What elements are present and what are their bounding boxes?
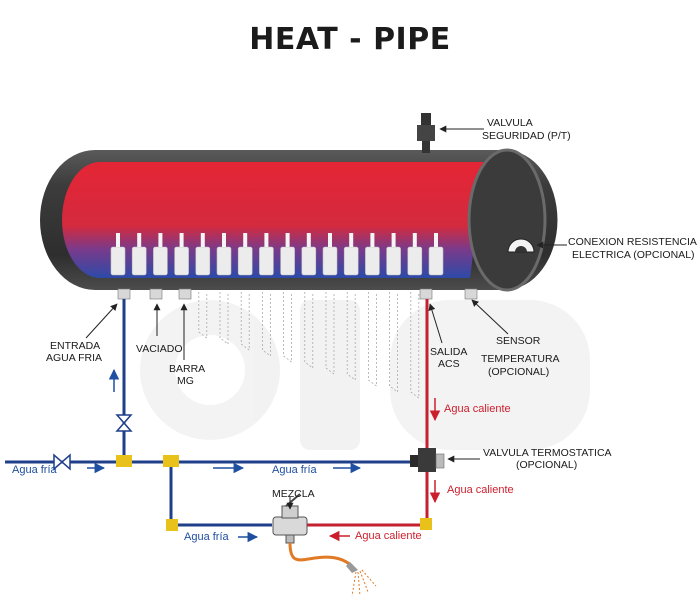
- heat-pipe-tip: [370, 233, 375, 247]
- resistance-label-2: ELECTRICA (OPCIONAL): [572, 249, 695, 261]
- heat-pipe-condenser: [110, 246, 126, 276]
- vacuum-tube-outline: [198, 292, 208, 339]
- heat-pipe-tip: [116, 233, 120, 247]
- heat-pipe-tip: [412, 233, 417, 247]
- heat-pipe-tubes: [110, 233, 444, 399]
- vacuum-tube-outline: [262, 292, 271, 357]
- vacuum-tube-outline: [410, 292, 420, 399]
- cold-water-label-left: Agua fría: [12, 464, 58, 476]
- vacuum-tube-outline: [283, 292, 292, 363]
- entrada-label: ENTRADA: [50, 340, 100, 352]
- shower-hose-icon: [288, 542, 377, 597]
- vaciado-label: VACIADO: [136, 343, 182, 355]
- heat-pipe-condenser: [174, 246, 189, 276]
- vacuum-tube-outline: [304, 292, 314, 369]
- heat-pipe-tip: [349, 233, 354, 247]
- heat-pipe-condenser: [216, 246, 232, 276]
- resistance-label: CONEXION RESISTENCIA: [568, 236, 697, 248]
- barra-label: BARRA: [169, 363, 205, 375]
- heat-pipe-condenser: [280, 246, 295, 276]
- safety-valve-icon: [417, 113, 435, 153]
- heat-pipe-tip: [264, 233, 269, 247]
- cold-water-label-mid: Agua fría: [272, 464, 318, 476]
- heat-pipe-condenser: [131, 246, 147, 276]
- valve-label-2: SEGURIDAD (P/T): [482, 130, 571, 142]
- heat-pipe-tip: [243, 233, 248, 247]
- hot-water-label-3: Agua caliente: [355, 530, 422, 542]
- heat-pipe-condenser: [386, 246, 401, 276]
- heat-pipe-condenser: [237, 246, 253, 276]
- heat-pipe-condenser: [428, 246, 444, 276]
- thermostatic-label: VALVULA TERMOSTATICA: [483, 447, 612, 459]
- salida-label-2: ACS: [438, 358, 460, 370]
- heat-pipe-condenser: [343, 246, 359, 276]
- heat-pipe-tip: [434, 233, 438, 247]
- heat-pipe-condenser: [259, 246, 274, 276]
- heat-pipe-tip: [179, 233, 184, 247]
- inlet-valve-icon: [53, 414, 133, 471]
- heat-pipe-tip: [285, 233, 290, 247]
- vacuum-tube-outline: [389, 292, 398, 393]
- thermostatic-label-2: (OPCIONAL): [516, 459, 577, 471]
- vacuum-tube-outline: [325, 292, 335, 375]
- sensor-label: SENSOR: [496, 335, 541, 347]
- tank-end-cap: [469, 150, 545, 290]
- entrada-label-2: AGUA FRIA: [46, 352, 102, 364]
- hot-water-label-2: Agua caliente: [447, 484, 514, 496]
- heat-pipe-condenser: [365, 246, 380, 276]
- electric-connection-icon: [507, 238, 535, 253]
- heat-pipe-condenser: [322, 246, 338, 276]
- heat-pipe-condenser: [153, 246, 168, 276]
- heat-pipe-tip: [158, 233, 163, 247]
- heat-pipe-tip: [391, 233, 396, 247]
- sensor-label-2: TEMPERATURA: [481, 353, 560, 365]
- hot-water-label-1: Agua caliente: [444, 403, 511, 415]
- thermostatic-valve-icon: [410, 448, 445, 472]
- tank-fittings: [117, 288, 478, 300]
- heat-pipe-tip: [137, 233, 142, 247]
- diagram-title: HEAT - PIPE: [249, 22, 451, 57]
- vacuum-tube-outline: [368, 292, 377, 387]
- heat-pipe-tip: [328, 233, 332, 247]
- vacuum-tube-outline: [219, 292, 229, 345]
- cold-water-label-bottom: Agua fría: [184, 531, 230, 543]
- mezcla-label: MEZCLA: [272, 488, 315, 500]
- barra-label-2: MG: [177, 375, 194, 387]
- pipe-joints: [116, 455, 432, 531]
- valve-label: VALVULA: [487, 117, 533, 129]
- heat-pipe-tip: [306, 233, 311, 247]
- heat-pipe-condenser: [195, 246, 211, 276]
- heat-pipe-condenser: [407, 246, 423, 276]
- sensor-label-3: (OPCIONAL): [488, 366, 549, 378]
- heat-pipe-tip: [200, 233, 205, 247]
- salida-label: SALIDA: [430, 346, 467, 358]
- heat-pipe-condenser: [301, 246, 317, 276]
- vacuum-tube-outline: [346, 292, 356, 381]
- vacuum-tube-outline: [240, 292, 250, 351]
- heat-pipe-tip: [222, 233, 226, 247]
